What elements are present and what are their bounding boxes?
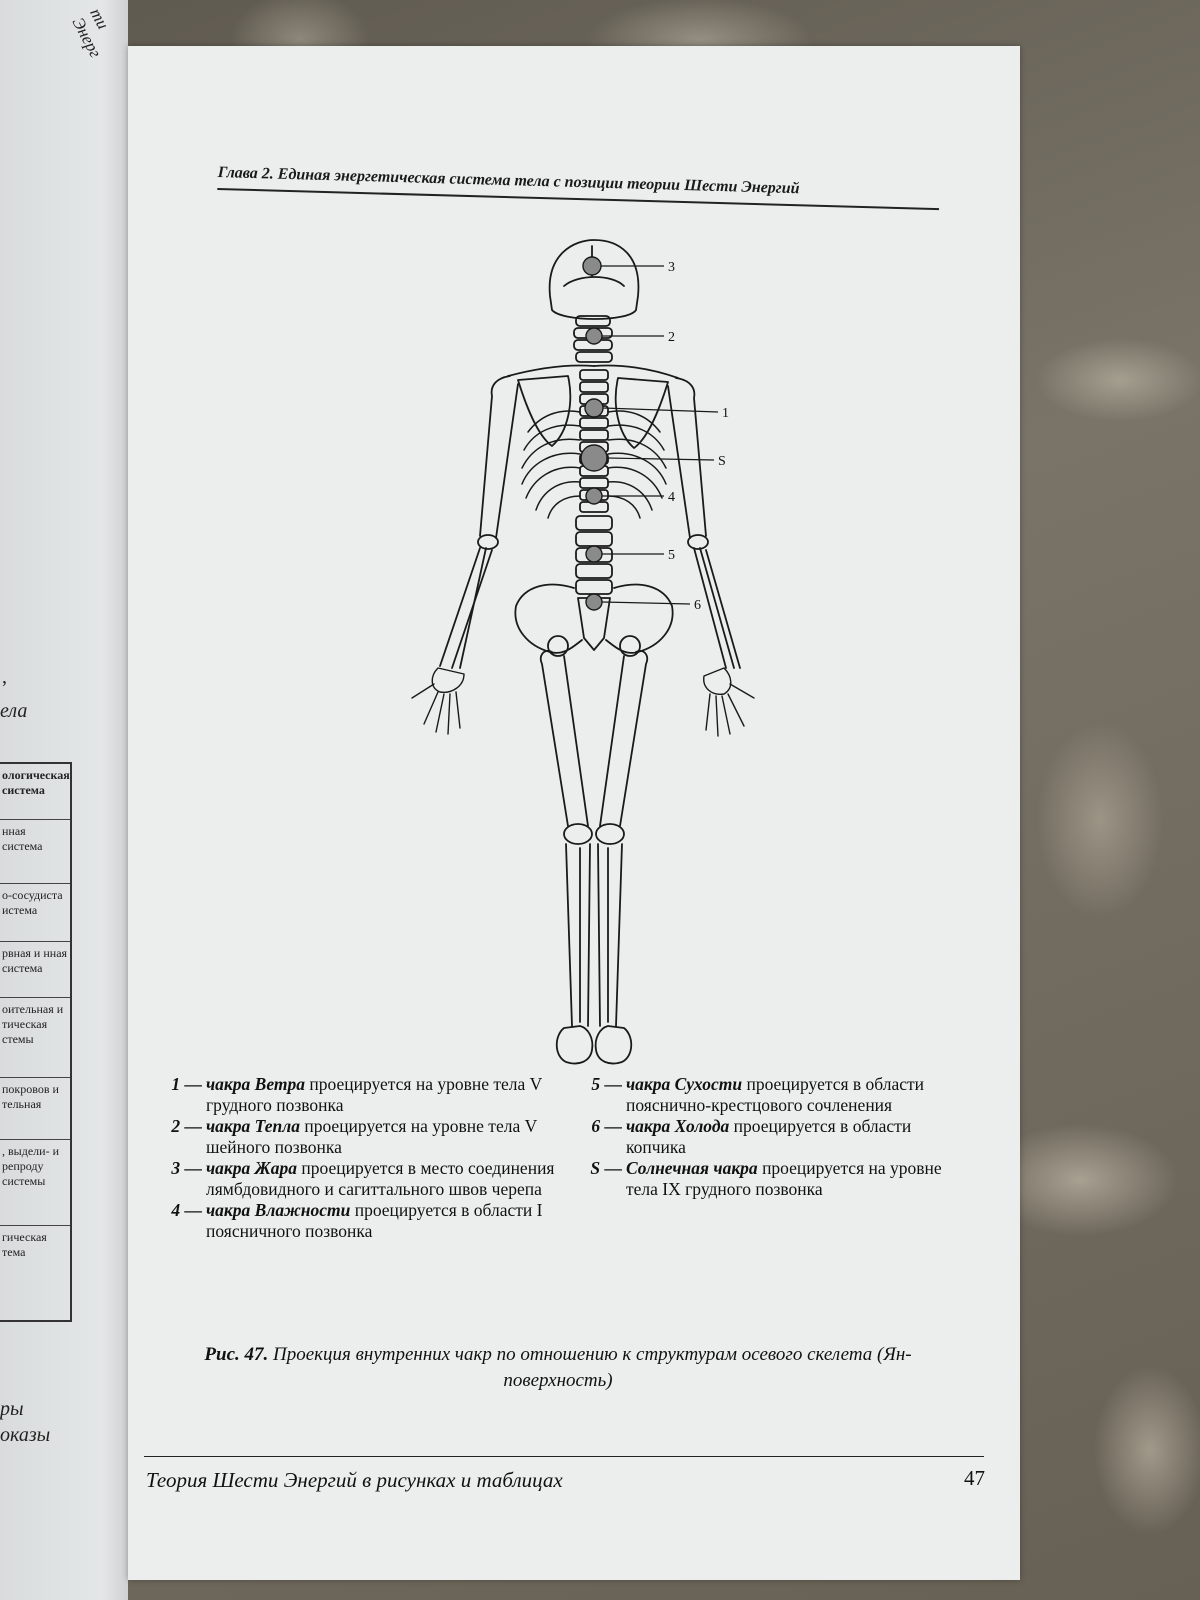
left-page: ти Энерг , ела ологическая система нная …	[0, 0, 128, 1600]
figure-caption: Рис. 47. Проекция внутренних чакр по отн…	[158, 1342, 958, 1394]
table-row: оительная и тическая стемы	[0, 998, 70, 1078]
table-row: рвная и нная система	[0, 942, 70, 998]
left-page-fragment: ела	[0, 700, 28, 722]
left-foot	[555, 1025, 594, 1065]
legend-number: 5 —	[591, 1074, 622, 1094]
left-page-fragment: ти Энерг	[68, 5, 113, 61]
left-page-fragment: ,	[2, 666, 7, 688]
table-row: нная система	[0, 820, 70, 884]
chakra-point-2	[585, 327, 603, 345]
chakra-label-3: 3	[668, 260, 675, 275]
legend-text: проецируется на уровне тела V шейного по…	[206, 1116, 537, 1157]
table-row: ологическая система	[0, 764, 70, 820]
book-page: Глава 2. Единая энергетическая система т…	[128, 46, 1020, 1580]
legend-name: чакра Жара	[206, 1158, 297, 1178]
chakra-point-5	[585, 545, 603, 563]
legend-item: S — Солнечная чакра проецируется на уров…	[574, 1158, 954, 1200]
chakra-point-1	[584, 398, 604, 418]
footer-title: Теория Шести Энергий в рисунках и таблиц…	[146, 1468, 563, 1492]
left-hand	[411, 667, 465, 735]
legend-item: 5 — чакра Сухости проецируется в области…	[574, 1074, 954, 1116]
legend-text: проецируется в области I поясничного поз…	[206, 1200, 543, 1241]
legend-name: чакра Сухости	[626, 1074, 743, 1094]
legend-name: чакра Влажности	[206, 1200, 351, 1220]
legend-number: 6 —	[591, 1116, 622, 1136]
chakra-point-S	[580, 444, 608, 472]
table-row: покровов и тельная	[0, 1078, 70, 1140]
table-row: о-сосудиста истема	[0, 884, 70, 942]
legend-number: 1 —	[171, 1074, 202, 1094]
legend-column-right: 5 — чакра Сухости проецируется в области…	[574, 1074, 954, 1200]
legend-name: Солнечная чакра	[626, 1158, 758, 1178]
figure-caption-label: Рис. 47.	[204, 1344, 269, 1365]
table-row: гическая тема	[2, 1230, 47, 1259]
chakra-label-6: 6	[694, 598, 701, 613]
left-page-fragment: оказы	[0, 1424, 51, 1446]
legend-item: 3 — чакра Жара проецируется в место соед…	[154, 1158, 574, 1200]
chakra-point-3	[582, 256, 602, 276]
legend-text: проецируется в области копчика	[626, 1116, 912, 1157]
legend-text: проецируется на уровне тела V грудного п…	[206, 1074, 542, 1115]
chakra-point-6	[585, 593, 603, 611]
legend-number: 3 —	[171, 1158, 202, 1178]
legend-item: 1 — чакра Ветра проецируется на уровне т…	[154, 1074, 574, 1116]
chakra-label-5: 5	[668, 548, 675, 563]
legend-column-left: 1 — чакра Ветра проецируется на уровне т…	[154, 1074, 574, 1242]
right-foot	[594, 1025, 633, 1065]
skeleton-figure: 3 2 1 S 4 5 6	[411, 239, 755, 1065]
page-number: 47	[964, 1466, 985, 1490]
thoracic-spine	[579, 369, 609, 513]
legend-number: 4 —	[171, 1200, 202, 1220]
legend-item: 4 — чакра Влажности проецируется в облас…	[154, 1200, 574, 1242]
legend-name: чакра Ветра	[206, 1074, 306, 1094]
legend-item: 6 — чакра Холода проецируется в области …	[574, 1116, 954, 1158]
table-row: , выдели- и репроду системы	[0, 1140, 70, 1226]
legend-text: проецируется в области пояснично-крестцо…	[626, 1074, 925, 1115]
chakra-label-1: 1	[722, 406, 729, 421]
chapter-header: Глава 2. Единая энергетическая система т…	[217, 164, 940, 211]
legend-name: чакра Холода	[626, 1116, 730, 1136]
legend-number: S —	[590, 1158, 622, 1178]
chakra-label-2: 2	[668, 330, 675, 345]
legend-item: 2 — чакра Тепла проецируется на уровне т…	[154, 1116, 574, 1158]
rib-cage	[521, 410, 667, 519]
figure-caption-text: Проекция внутренних чакр по отношению к …	[273, 1344, 912, 1391]
chakra-label-S: S	[718, 454, 726, 469]
left-page-fragment: ры	[0, 1398, 24, 1420]
skull	[548, 239, 640, 320]
right-hand	[703, 667, 755, 737]
legend-text: проецируется в место соединения лямбдови…	[206, 1158, 555, 1199]
footer-divider	[144, 1456, 984, 1457]
legend-number: 2 —	[171, 1116, 202, 1136]
chakra-point-4	[585, 487, 603, 505]
left-page-table: ологическая система нная система о-сосуд…	[0, 762, 72, 1322]
legend-name: чакра Тепла	[206, 1116, 300, 1136]
chakra-label-4: 4	[668, 490, 675, 505]
legend-text: проецируется на уровне тела IX грудного …	[626, 1158, 942, 1199]
